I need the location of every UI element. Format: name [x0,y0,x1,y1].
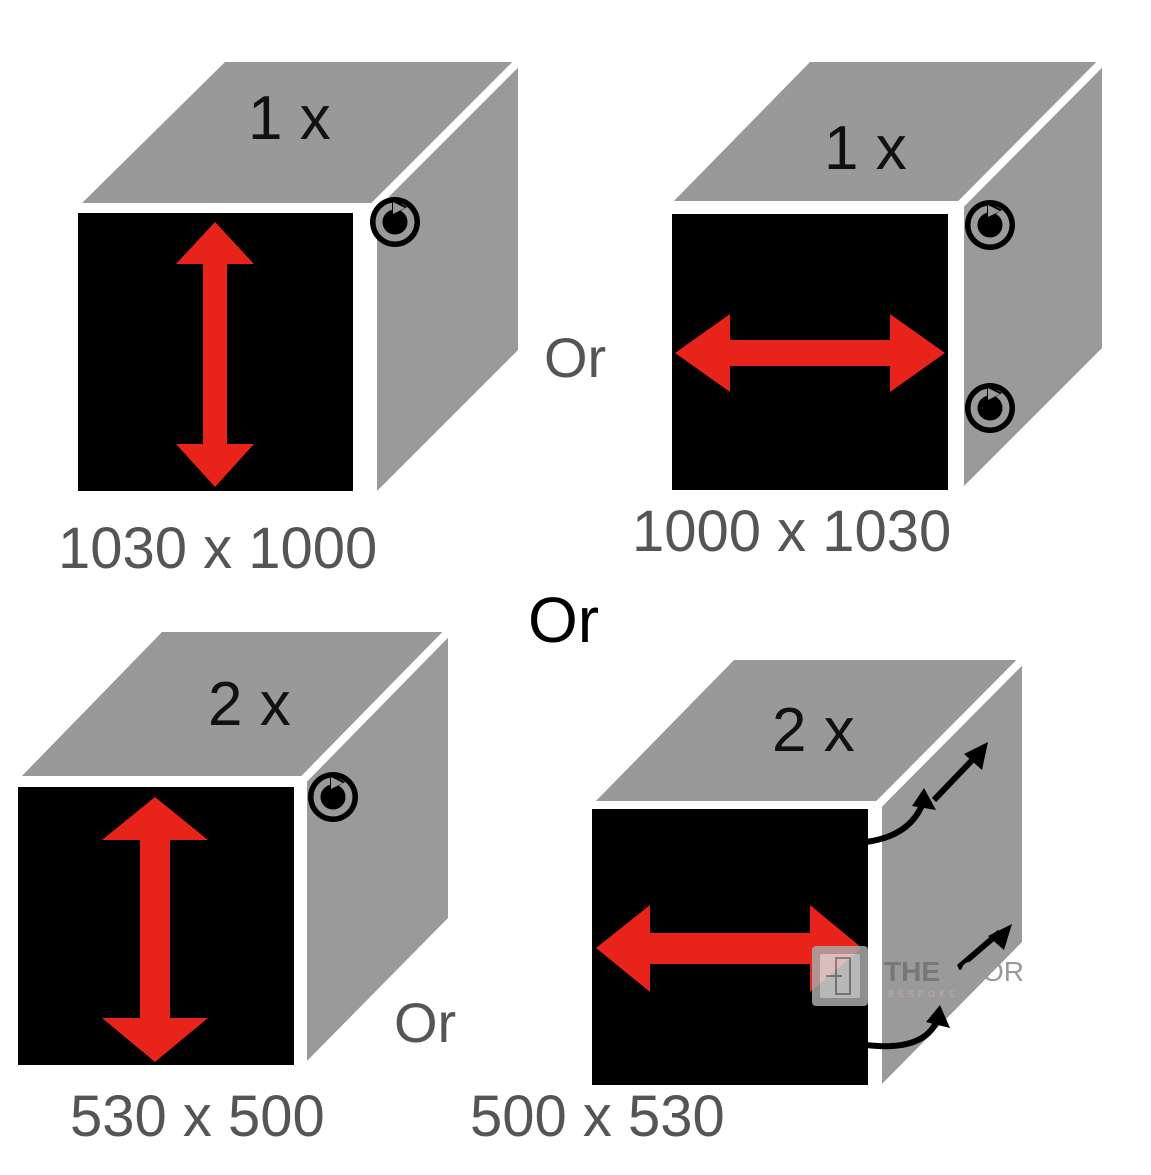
option-3-quantity: 2 x [208,670,291,739]
option-2-quantity: 1 x [824,114,907,183]
brand-light: DOOR [940,956,1024,987]
cube-side-face [373,62,518,495]
rotate-icon [370,197,420,247]
rotate-icon [965,200,1015,250]
cube-side-face [878,660,1022,1088]
rotate-icon [308,772,358,822]
brand-bold: THE [884,956,940,987]
separator-or-middle: Or [528,584,600,656]
brand-logo-text: THEDOOR [884,958,1024,986]
cube-side-face [960,62,1102,490]
separator-or-bottom: Or [394,991,457,1054]
option-2-dimensions: 1000 x 1030 [632,499,952,564]
brand-logo [812,946,868,1006]
curved-arrow-icon [865,1005,950,1050]
cube-option-2 [670,59,1105,490]
cube-top-face [18,632,448,780]
cube-top-face [592,660,1022,805]
cube-option-1 [78,59,521,495]
separator-or-top: Or [544,326,607,389]
cube-side-face [303,632,448,1065]
double-arrow-vertical-icon [176,222,254,487]
cube-option-3 [18,629,451,1065]
option-4-dimensions: 500 x 530 [470,1084,725,1149]
double-arrow-horizontal-icon [675,314,945,392]
curved-arrow-icon [865,788,936,845]
tilt-arrow-icon [956,924,1012,971]
option-1-quantity: 1 x [248,84,331,153]
double-arrow-horizontal-icon [596,905,862,992]
option-1-dimensions: 1030 x 1000 [58,516,378,581]
rotate-icon [965,383,1015,433]
option-4-quantity: 2 x [772,696,855,765]
double-arrow-vertical-icon [102,797,208,1062]
tilt-arrow-icon [931,742,988,803]
brand-subtitle: BESPOKE [888,989,960,999]
option-3-dimensions: 530 x 500 [70,1084,325,1149]
